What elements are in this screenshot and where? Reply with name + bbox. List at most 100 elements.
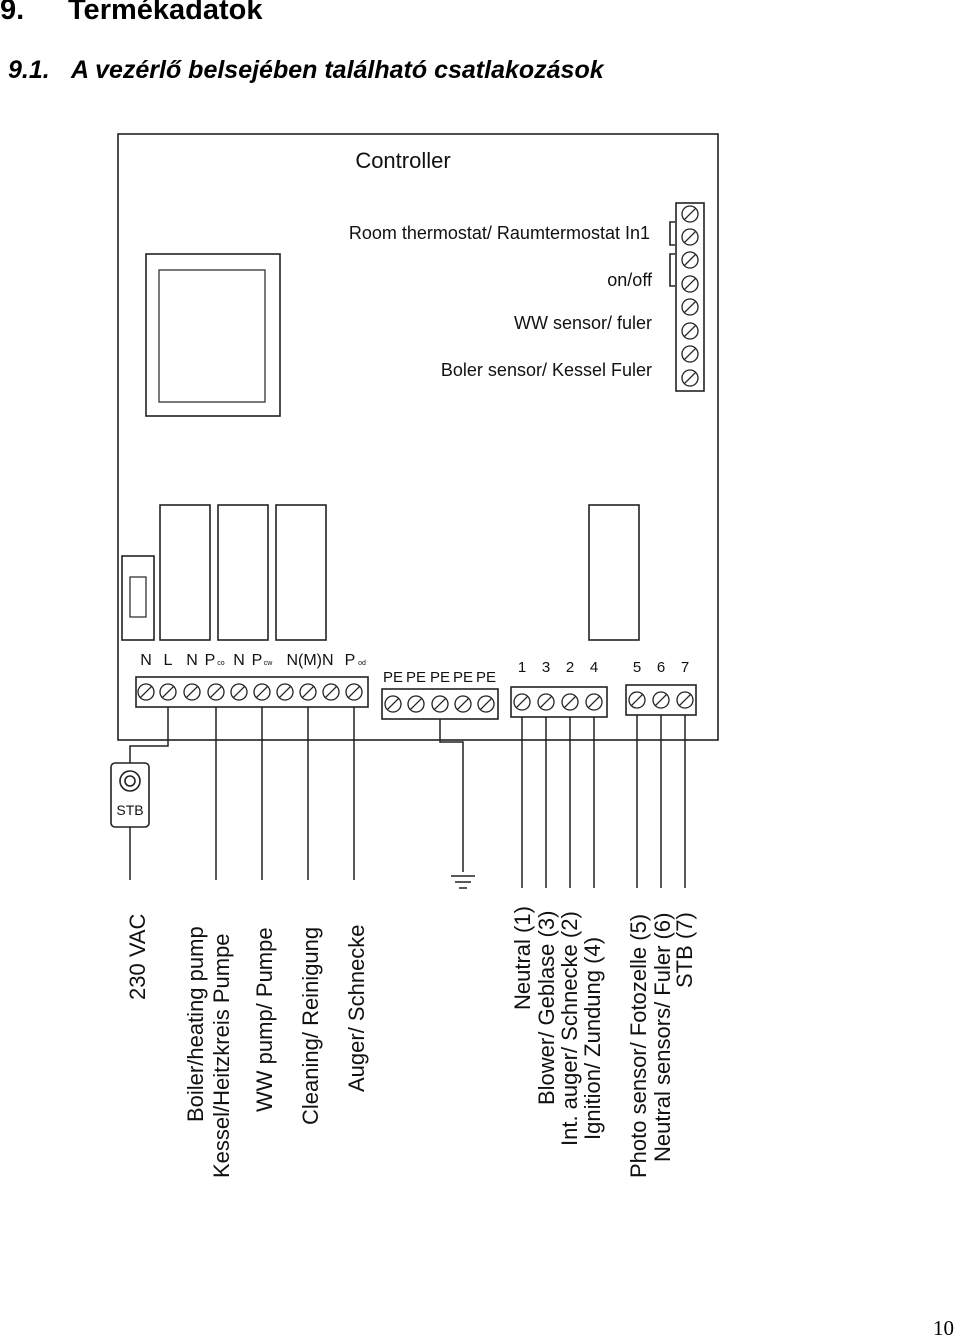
fuse-holder bbox=[121, 555, 155, 641]
display-frame bbox=[145, 253, 281, 417]
terminal-screw bbox=[253, 683, 271, 701]
stb-knob-inner bbox=[124, 775, 136, 787]
display-screen bbox=[158, 269, 266, 403]
terminal-screw bbox=[681, 298, 699, 316]
relay-3 bbox=[275, 504, 327, 641]
terminal-block-main bbox=[135, 676, 369, 708]
terminal-screw bbox=[681, 322, 699, 340]
terminal-screw-slot bbox=[456, 697, 470, 711]
terminal-number: 3 bbox=[542, 659, 550, 676]
relay-2 bbox=[217, 504, 269, 641]
terminal-screw-slot bbox=[683, 253, 697, 267]
terminal-screw-slot bbox=[278, 685, 292, 699]
label-boiler-pump-de: Kessel/Heitzkreis Pumpe bbox=[209, 933, 234, 1178]
terminal-screw-slot bbox=[683, 371, 697, 385]
label-on-off: on/off bbox=[607, 270, 653, 290]
terminal-screw bbox=[384, 695, 402, 713]
pe-label: PE bbox=[406, 669, 426, 686]
terminal-screw-slot bbox=[515, 695, 529, 709]
label-cleaning: Cleaning/ Reinigung bbox=[298, 927, 323, 1125]
pe-label: PE bbox=[453, 669, 473, 686]
terminal-screw bbox=[407, 695, 425, 713]
terminal-screw-slot bbox=[139, 685, 153, 699]
terminal-screw bbox=[681, 275, 699, 293]
label-auger: Auger/ Schnecke bbox=[344, 924, 369, 1092]
terminal-screw-slot bbox=[587, 695, 601, 709]
top-terminal-block bbox=[675, 202, 705, 392]
terminal-screw-slot bbox=[683, 324, 697, 338]
terminal-label-l: L bbox=[164, 652, 173, 669]
terminal-screw bbox=[513, 693, 531, 711]
stb-label: STB bbox=[116, 802, 143, 818]
controller-enclosure bbox=[117, 133, 719, 741]
terminal-screw-slot bbox=[683, 207, 697, 221]
terminal-screw bbox=[676, 691, 694, 709]
fuse bbox=[129, 576, 147, 618]
terminal-number: 2 bbox=[566, 659, 574, 676]
label-photo-sensor: Photo sensor/ Fotozelle (5) bbox=[626, 914, 651, 1178]
terminal-screw bbox=[537, 693, 555, 711]
terminal-screw-slot bbox=[683, 277, 697, 291]
terminal-screw bbox=[159, 683, 177, 701]
label-boiler-sensor: Boler sensor/ Kessel Fuler bbox=[441, 360, 652, 380]
terminal-screw-slot bbox=[678, 693, 692, 707]
subsection-heading: 9.1.A vezérlő belsejében található csatl… bbox=[8, 56, 604, 85]
label-int-auger: Int. auger/ Schnecke (2) bbox=[557, 911, 582, 1146]
terminal-label-n2: N bbox=[186, 652, 198, 669]
terminal-screw bbox=[431, 695, 449, 713]
subsection-number: 9.1. bbox=[8, 56, 50, 84]
section-heading: 9. Termékadatok bbox=[0, 0, 263, 27]
terminal-screw-slot bbox=[683, 230, 697, 244]
controller-label: Controller bbox=[355, 148, 450, 173]
terminal-label-pco-sub: co bbox=[217, 660, 225, 667]
terminal-screw-slot bbox=[347, 685, 361, 699]
terminal-screw-slot bbox=[479, 697, 493, 711]
label-stb-wire: STB (7) bbox=[672, 912, 697, 988]
terminal-label-n3: N bbox=[233, 652, 245, 669]
wire-pe-bus bbox=[439, 719, 464, 872]
terminal-label-n1: N bbox=[140, 652, 152, 669]
wire-stb-link bbox=[129, 707, 169, 763]
label-neutral: Neutral (1) bbox=[510, 906, 535, 1010]
stb-knob-outer bbox=[119, 770, 141, 792]
terminal-screw bbox=[681, 251, 699, 269]
terminal-screw bbox=[137, 683, 155, 701]
terminal-screw bbox=[183, 683, 201, 701]
terminal-screw bbox=[454, 695, 472, 713]
terminal-screw-slot bbox=[409, 697, 423, 711]
terminal-label-pod-sub: od bbox=[358, 660, 366, 667]
terminal-screw bbox=[276, 683, 294, 701]
terminal-screw-slot bbox=[563, 695, 577, 709]
terminal-screw bbox=[681, 369, 699, 387]
terminal-number: 1 bbox=[518, 659, 526, 676]
terminal-number: 5 bbox=[633, 659, 641, 676]
terminal-screw bbox=[299, 683, 317, 701]
terminal-block-1324 bbox=[510, 686, 608, 718]
terminal-screw-slot bbox=[433, 697, 447, 711]
terminal-screw-slot bbox=[209, 685, 223, 699]
terminal-number: 4 bbox=[590, 659, 598, 676]
terminal-screw-slot bbox=[301, 685, 315, 699]
terminal-screw bbox=[652, 691, 670, 709]
section-number: 9. bbox=[0, 0, 25, 26]
terminal-label-pcw: P bbox=[252, 652, 263, 669]
terminal-label-pco: P bbox=[205, 652, 216, 669]
terminal-label-nmn: N(M)N bbox=[286, 652, 333, 669]
section-title: Termékadatok bbox=[68, 0, 263, 26]
terminal-screw-slot bbox=[185, 685, 199, 699]
terminal-screw bbox=[561, 693, 579, 711]
terminal-screw-slot bbox=[161, 685, 175, 699]
terminal-screw bbox=[681, 205, 699, 223]
pe-label: PE bbox=[430, 669, 450, 686]
terminal-screw-slot bbox=[386, 697, 400, 711]
page-number: 10 bbox=[933, 1316, 954, 1340]
terminal-screw bbox=[681, 345, 699, 363]
terminal-screw bbox=[477, 695, 495, 713]
terminal-screw bbox=[628, 691, 646, 709]
terminal-screw bbox=[585, 693, 603, 711]
terminal-label-pod: P bbox=[345, 652, 356, 669]
relay-4 bbox=[588, 504, 640, 641]
terminal-screw-slot bbox=[630, 693, 644, 707]
terminal-screw bbox=[345, 683, 363, 701]
